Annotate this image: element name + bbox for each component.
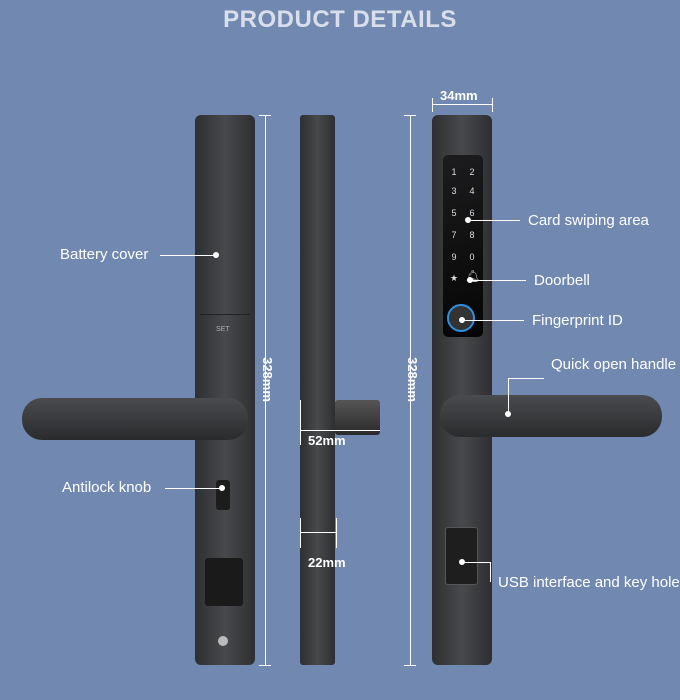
dim-handle-depth: 52mm (308, 433, 346, 448)
dim-width-top: 34mm (440, 88, 478, 103)
pointer-dot (459, 317, 465, 323)
dim-height-right: 328mm (404, 357, 420, 402)
leader-line (462, 562, 490, 563)
keypad-key[interactable]: 5 (451, 208, 457, 218)
label-antilock-knob: Antilock knob (62, 479, 152, 496)
side-knob (335, 400, 380, 435)
dim-line (432, 104, 492, 105)
keypad-key-star[interactable]: ★ (449, 273, 459, 283)
leader-line (462, 320, 524, 321)
leader-line (160, 255, 215, 256)
keypad-key[interactable]: 3 (451, 186, 457, 196)
keypad-key[interactable]: 6 (469, 208, 475, 218)
dim-tick (259, 665, 271, 666)
leader-line (470, 280, 526, 281)
pointer-dot (505, 411, 511, 417)
dim-line (300, 400, 301, 445)
dim-height-left: 328mm (259, 357, 275, 402)
battery-cover-panel (200, 120, 250, 315)
label-quick-open-handle: Quick open handle (551, 356, 677, 373)
pointer-dot (465, 217, 471, 223)
side-lock-body (300, 115, 335, 665)
dim-thickness: 22mm (308, 555, 346, 570)
pointer-dot (213, 252, 219, 258)
dim-line (265, 115, 266, 665)
leader-line (508, 378, 544, 379)
screw-icon (218, 636, 228, 646)
pointer-dot (467, 277, 473, 283)
back-plate (205, 558, 243, 606)
pointer-dot (459, 559, 465, 565)
fingerprint-sensor[interactable] (447, 304, 475, 332)
set-label: SET (216, 326, 230, 333)
page-title: PRODUCT DETAILS (223, 6, 457, 33)
label-doorbell: Doorbell (534, 272, 590, 289)
dim-line (336, 518, 337, 548)
dim-line (300, 430, 380, 431)
usb-key-hole[interactable] (445, 527, 478, 585)
dim-line (492, 98, 493, 112)
back-lever-handle (22, 398, 248, 440)
label-card-swiping-area: Card swiping area (528, 212, 649, 229)
label-fingerprint-id: Fingerprint ID (532, 312, 623, 329)
label-usb-key-hole: USB interface and key hole (498, 574, 680, 591)
keypad-key[interactable]: 2 (469, 167, 475, 177)
quick-open-handle (440, 395, 662, 437)
keypad-key[interactable]: 8 (469, 230, 475, 240)
dim-line (432, 98, 433, 112)
leader-line (490, 562, 491, 582)
leader-line (165, 488, 222, 489)
leader-line (468, 220, 520, 221)
keypad-key[interactable]: 4 (469, 186, 475, 196)
dim-tick (404, 665, 416, 666)
label-battery-cover: Battery cover (60, 246, 149, 263)
dim-line (410, 115, 411, 665)
keypad-key[interactable]: 1 (451, 167, 457, 177)
keypad-key[interactable]: 9 (451, 252, 457, 262)
leader-line (508, 378, 509, 414)
pointer-dot (219, 485, 225, 491)
dim-line (300, 532, 336, 533)
keypad-key[interactable]: 0 (469, 252, 475, 262)
dim-line (300, 518, 301, 548)
keypad-key[interactable]: 7 (451, 230, 457, 240)
